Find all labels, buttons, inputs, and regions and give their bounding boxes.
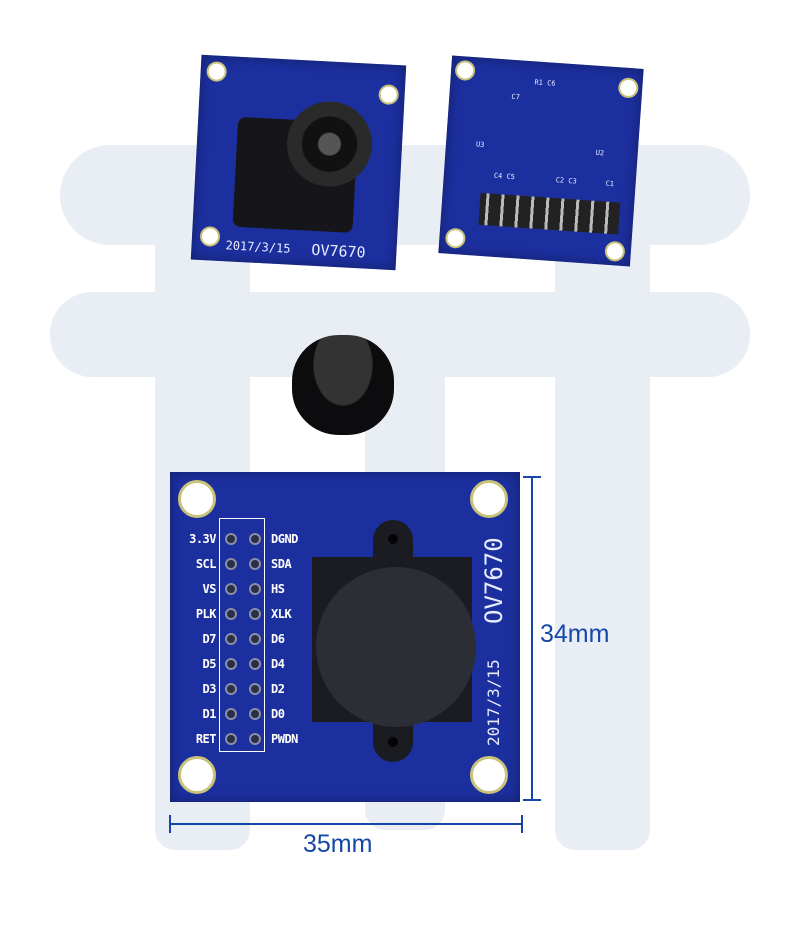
pin-label-left: D5 bbox=[202, 657, 217, 671]
pin-label-right: D0 bbox=[271, 707, 285, 721]
silk-label: C4 C5 bbox=[493, 171, 516, 182]
width-dimension-cap bbox=[169, 815, 171, 833]
silk-label: U2 bbox=[595, 148, 605, 158]
camera-board-back: R1 C6 C7 U3 U2 C4 C5 C2 C3 C1 bbox=[438, 55, 644, 267]
pin-label-left: VS bbox=[202, 582, 217, 596]
header-pin bbox=[249, 708, 261, 720]
pin-label-right: SDA bbox=[271, 557, 292, 571]
mounting-hole bbox=[470, 756, 508, 794]
pin-label-right: D4 bbox=[271, 657, 285, 671]
pin-label-left: PLK bbox=[195, 607, 217, 621]
header-pin bbox=[225, 533, 237, 545]
header-pin bbox=[249, 658, 261, 670]
pin-label-left: D7 bbox=[202, 632, 217, 646]
pin-label-right: HS bbox=[271, 582, 285, 596]
height-dimension-cap bbox=[523, 799, 541, 801]
lens-mount-tab-top bbox=[373, 520, 413, 570]
pin-label-right: XLK bbox=[271, 607, 292, 621]
silk-label: R1 C6 bbox=[534, 78, 556, 88]
header-pin bbox=[225, 633, 237, 645]
silk-label: U3 bbox=[475, 140, 485, 150]
header-pin bbox=[249, 683, 261, 695]
model-label: OV7670 bbox=[480, 537, 508, 624]
pin-label-left: D3 bbox=[202, 682, 217, 696]
header-pin bbox=[249, 533, 261, 545]
pin-header bbox=[478, 192, 621, 235]
pin-label-right: D2 bbox=[271, 682, 285, 696]
mounting-hole bbox=[178, 480, 216, 518]
mounting-hole bbox=[470, 480, 508, 518]
watermark-stem-right bbox=[555, 200, 650, 850]
header-pin bbox=[225, 608, 237, 620]
camera-board-front-angled: 2017/3/15 OV7670 bbox=[190, 54, 407, 271]
date-label: 2017/3/15 bbox=[484, 659, 503, 746]
mounting-hole bbox=[617, 77, 639, 99]
width-dimension-line bbox=[170, 823, 522, 825]
height-dimension-line bbox=[531, 476, 533, 800]
pin-label-right: PWDN bbox=[271, 732, 298, 746]
mounting-hole bbox=[378, 84, 400, 106]
width-dimension-label: 35mm bbox=[303, 830, 373, 858]
mounting-hole bbox=[604, 240, 626, 263]
header-pin bbox=[225, 683, 237, 695]
screw-hole bbox=[388, 737, 398, 747]
model-label: OV7670 bbox=[310, 240, 367, 262]
mounting-hole bbox=[454, 59, 476, 82]
lens-cap bbox=[292, 335, 394, 435]
width-dimension-cap bbox=[521, 815, 523, 833]
header-pin bbox=[225, 733, 237, 745]
header-pin bbox=[249, 583, 261, 595]
mounting-hole bbox=[444, 227, 467, 249]
lens bbox=[316, 567, 476, 727]
screw-hole bbox=[388, 534, 398, 544]
silk-label: C7 bbox=[511, 92, 521, 102]
pin-label-left: D1 bbox=[202, 707, 217, 721]
header-outline bbox=[219, 518, 265, 752]
pin-label-right: DGND bbox=[271, 532, 298, 546]
mounting-hole bbox=[178, 756, 216, 794]
mounting-hole bbox=[199, 225, 221, 247]
silk-label: C1 bbox=[605, 179, 615, 189]
pin-label-right: D6 bbox=[271, 632, 285, 646]
pin-label-left: SCL bbox=[195, 557, 217, 571]
header-pin bbox=[225, 583, 237, 595]
header-pin bbox=[249, 608, 261, 620]
camera-board-front: OV7670 2017/3/15 3.3V DGND SCL SDA VS HS PLK XL… bbox=[170, 472, 520, 802]
silk-label: C2 C3 bbox=[555, 176, 578, 186]
pin-label-left: 3.3V bbox=[189, 532, 216, 546]
header-pin bbox=[225, 708, 237, 720]
height-dimension-label: 34mm bbox=[540, 620, 610, 648]
header-pin bbox=[249, 733, 261, 745]
header-pin bbox=[225, 558, 237, 570]
header-pin bbox=[225, 658, 237, 670]
date-label: 2017/3/15 bbox=[225, 238, 291, 256]
header-pin bbox=[249, 633, 261, 645]
header-pin bbox=[249, 558, 261, 570]
height-dimension-cap bbox=[523, 476, 541, 478]
mounting-hole bbox=[206, 61, 228, 83]
pin-label-left: RET bbox=[195, 732, 217, 746]
